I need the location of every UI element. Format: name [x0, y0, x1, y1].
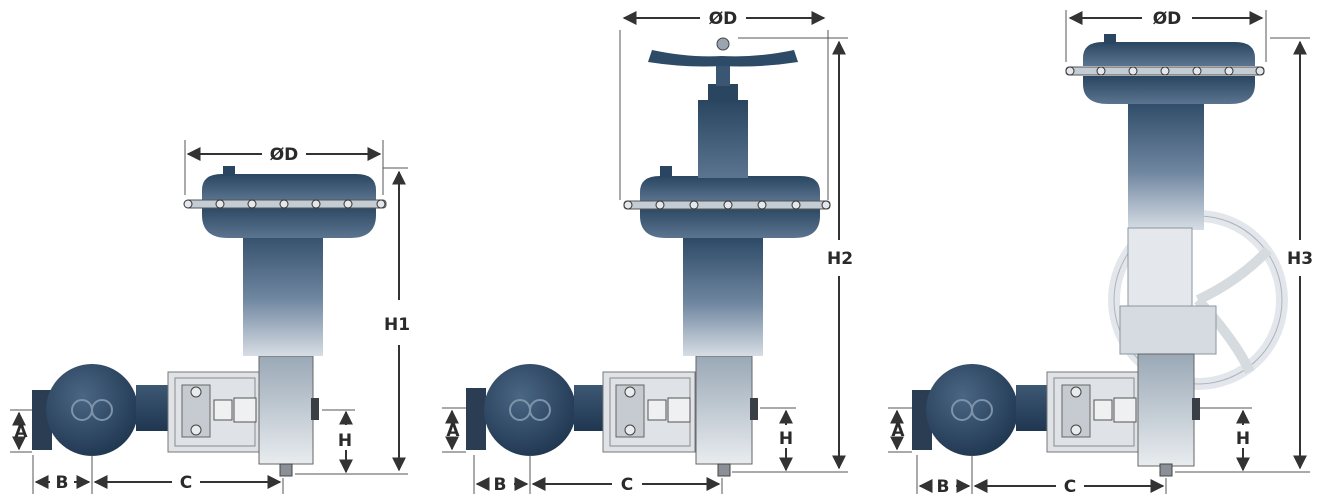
- figure-1: ØD H1 H A B C: [10, 140, 410, 494]
- diameter-label: ØD: [270, 145, 299, 165]
- diameter-label: ØD: [1153, 9, 1182, 29]
- c-label: C: [180, 473, 192, 493]
- bore-right: [91, 399, 113, 421]
- h-label: H: [779, 429, 793, 449]
- diaphragm-upper-case: [1083, 42, 1255, 66]
- lower-housing: [258, 355, 314, 465]
- figure-3: ØD H3 H A B C: [888, 9, 1313, 497]
- b-label: B: [937, 477, 950, 497]
- lower-housing: [695, 355, 753, 465]
- c-label: C: [621, 475, 633, 495]
- h-label: H: [338, 431, 352, 451]
- diameter-label: ØD: [709, 9, 738, 29]
- c-label: C: [1064, 477, 1076, 497]
- lower-housing: [1137, 353, 1195, 467]
- drive-stud: [279, 463, 293, 477]
- a-label: A: [891, 421, 905, 441]
- valve-neck: [136, 385, 168, 431]
- actuator-stem: [683, 238, 763, 356]
- h-label: H: [1236, 429, 1250, 449]
- b-label: B: [56, 473, 69, 493]
- height-label: H3: [1287, 249, 1313, 269]
- figure-2: ØD H2 H A B C: [442, 9, 853, 495]
- height-label: H2: [827, 249, 853, 269]
- height-label: H1: [384, 315, 410, 335]
- a-label: A: [446, 421, 460, 441]
- handwheel: [648, 50, 798, 67]
- yoke: [698, 100, 748, 178]
- actuator-stem: [243, 228, 323, 356]
- actuator-stem: [1128, 100, 1204, 230]
- position-indicator: [311, 398, 319, 420]
- b-label: B: [494, 475, 507, 495]
- a-label: A: [14, 422, 28, 442]
- diaphragm-lower-case: [202, 205, 376, 238]
- diaphragm-upper-case: [202, 174, 376, 201]
- gearbox: [1119, 305, 1217, 355]
